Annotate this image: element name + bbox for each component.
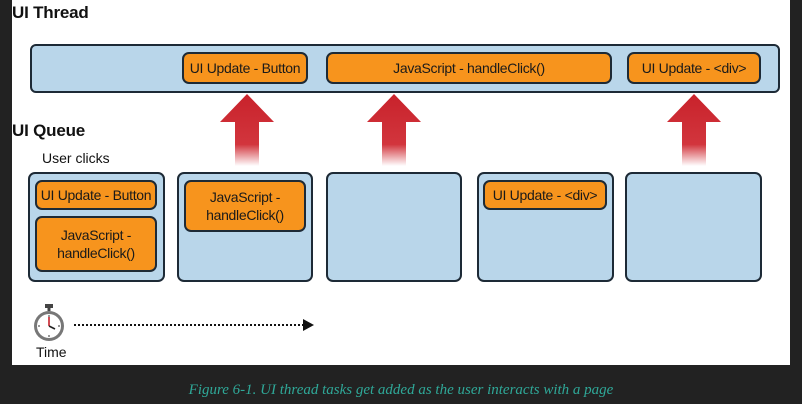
user-clicks-label: User clicks bbox=[42, 150, 110, 166]
queue-slot-5 bbox=[625, 172, 762, 282]
queue-task-ui-update-button: UI Update - Button bbox=[35, 180, 157, 210]
queue-task-javascript-handleclick: JavaScript - handleClick() bbox=[35, 216, 157, 272]
thread-task-ui-update-div: UI Update - <div> bbox=[627, 52, 761, 84]
figure-caption: Figure 6-1. UI thread tasks get added as… bbox=[188, 382, 614, 398]
ui-queue-title: UI Queue bbox=[12, 121, 86, 140]
time-arrow-head bbox=[303, 319, 314, 331]
arrow-up-icon bbox=[220, 94, 274, 166]
time-arrow-line bbox=[74, 324, 304, 326]
ui-thread-title: UI Thread bbox=[12, 3, 89, 22]
queue-task-ui-update-div: UI Update - <div> bbox=[483, 180, 607, 210]
thread-task-javascript-handleclick: JavaScript - handleClick() bbox=[326, 52, 612, 84]
figure-panel: UI Thread UI Update - Button JavaScript … bbox=[12, 0, 790, 365]
arrow-up-icon bbox=[367, 94, 421, 166]
arrow-up-icon bbox=[667, 94, 721, 166]
time-label: Time bbox=[36, 344, 67, 360]
stopwatch-icon bbox=[34, 304, 64, 341]
thread-task-ui-update-button: UI Update - Button bbox=[182, 52, 308, 84]
queue-task-javascript-handleclick: JavaScript - handleClick() bbox=[184, 180, 306, 232]
queue-slot-3 bbox=[326, 172, 462, 282]
